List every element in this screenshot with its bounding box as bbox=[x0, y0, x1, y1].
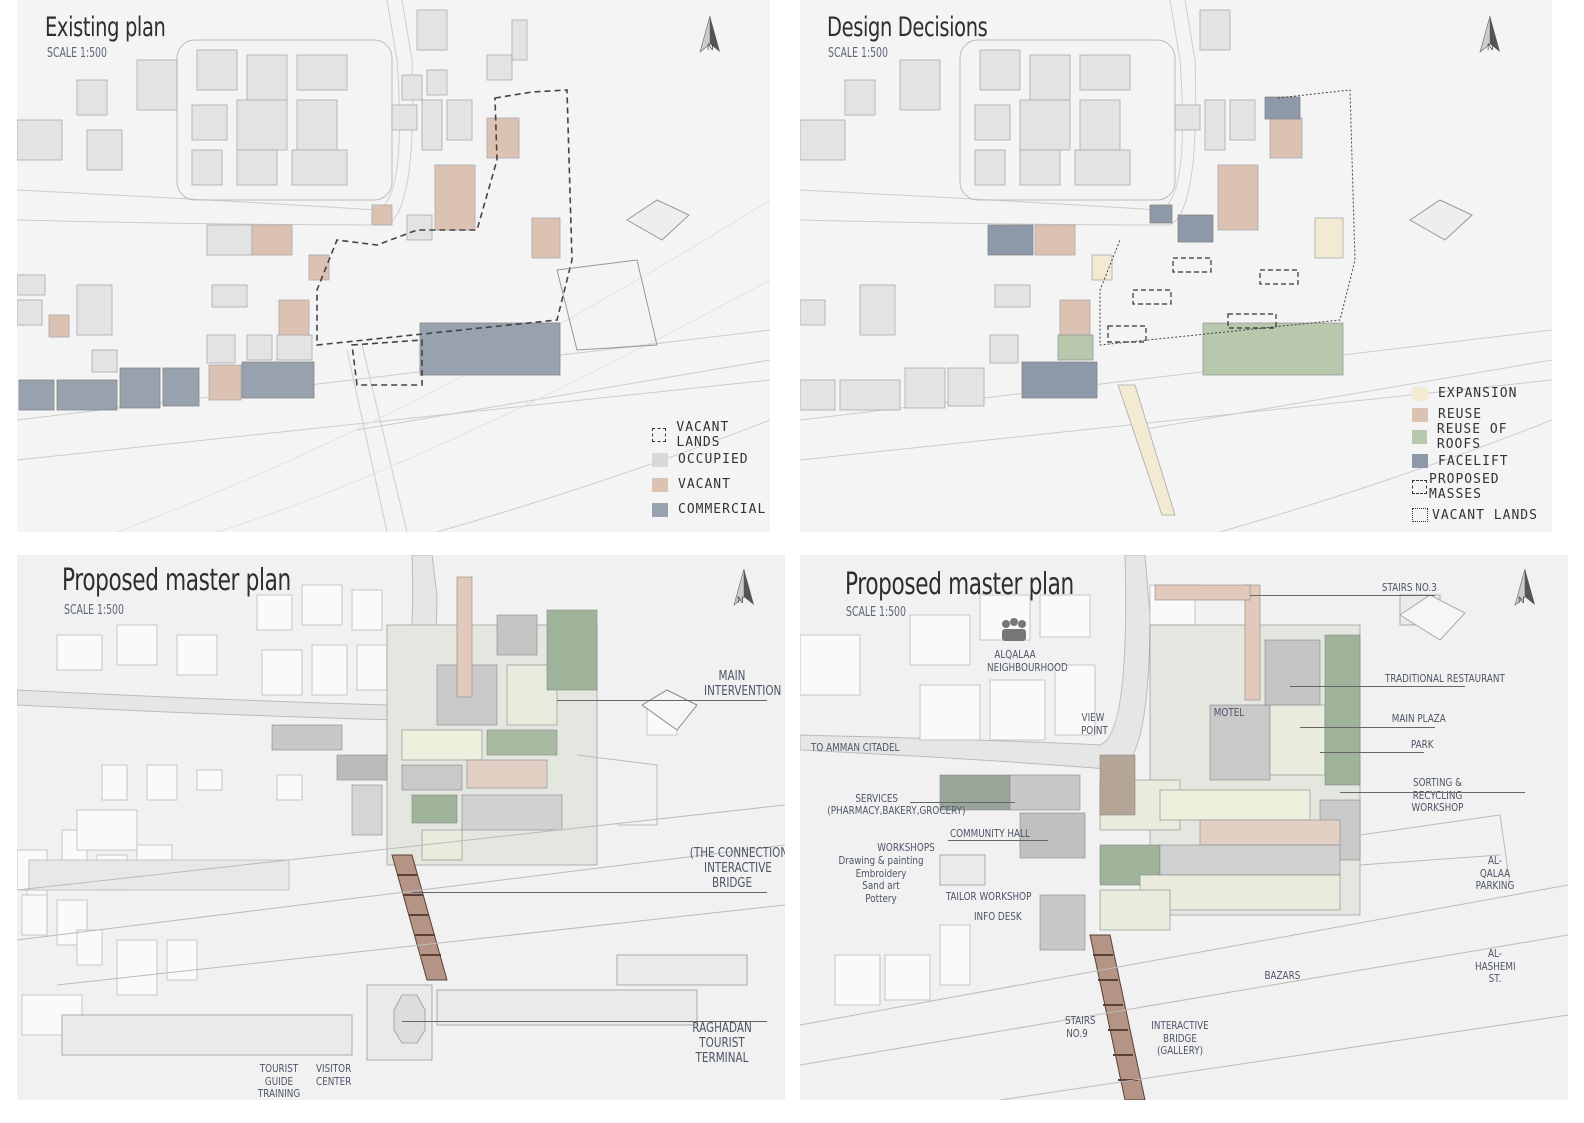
north-label: N bbox=[1518, 595, 1525, 605]
legend-item-vacant: VACANT bbox=[652, 472, 770, 497]
label-services: SERVICES bbox=[855, 792, 899, 805]
label-al-qalaa-parking: AL-QALAA PARKING bbox=[1475, 854, 1515, 893]
existing-plan-drawing bbox=[17, 0, 770, 532]
legend-label: VACANT LANDS bbox=[1432, 507, 1538, 523]
people-icon bbox=[1002, 618, 1026, 641]
label-tourist-guide-center: TOURIST GUIDE TRAINING CENTER bbox=[257, 1062, 301, 1100]
panel-design-decisions: Design Decisions SCALE 1:500 N EXPANSION… bbox=[800, 0, 1552, 532]
swatch-occupied bbox=[652, 452, 668, 467]
leader-line bbox=[402, 1021, 767, 1022]
leader-line bbox=[1340, 792, 1525, 793]
panel-title: Proposed master plan bbox=[62, 563, 291, 598]
north-arrow-icon: N bbox=[1510, 568, 1540, 609]
legend-item-reuse: REUSE bbox=[1412, 404, 1552, 425]
swatch-reuse bbox=[1412, 407, 1428, 422]
panel-master-plan-detailed: Proposed master plan SCALE 1:500 N STAIR… bbox=[800, 555, 1568, 1100]
panel-title: Existing plan bbox=[45, 12, 166, 43]
workshop-item: Drawing & painting bbox=[838, 854, 924, 867]
swatch-facelift bbox=[1412, 454, 1428, 468]
design-decisions-drawing bbox=[800, 0, 1552, 532]
north-label: N bbox=[1487, 42, 1494, 52]
leader-line bbox=[1320, 752, 1424, 753]
legend-item-reuse-of-roofs: REUSE OF ROOFS bbox=[1412, 422, 1552, 452]
label-connection: (THE CONNECTION) bbox=[689, 846, 785, 861]
legend-item-commercial: COMMERCIAL bbox=[652, 497, 770, 522]
label-motel: MOTEL bbox=[1213, 706, 1245, 719]
workshop-item: Pottery bbox=[865, 891, 897, 905]
swatch-reuse-roofs bbox=[1412, 430, 1427, 444]
leader-line bbox=[1250, 595, 1435, 596]
panel-title: Design Decisions bbox=[827, 12, 988, 43]
leader-line bbox=[1290, 686, 1465, 687]
legend-item-expansion: EXPANSION bbox=[1412, 383, 1552, 404]
swatch-expansion bbox=[1412, 386, 1428, 401]
label-main-intervention: MAIN INTERVENTION bbox=[704, 669, 782, 699]
workshop-item: Embroidery bbox=[855, 866, 907, 880]
label-traditional-restaurant: TRADITIONAL RESTAURANT bbox=[1384, 672, 1505, 685]
label-al-hashemi-st: AL-HASHEMI ST. bbox=[1475, 947, 1516, 986]
label-interactive-bridge: INTERACTIVE BRIDGE bbox=[704, 861, 772, 891]
label-tailor-workshop: TAILOR WORKSHOP bbox=[945, 890, 1032, 903]
scale-label: SCALE 1:500 bbox=[47, 46, 107, 61]
north-arrow-icon: N bbox=[695, 15, 725, 56]
legend-item-proposed-masses: PROPOSED MASSES bbox=[1412, 472, 1552, 502]
legend-item-vacant-lands: VACANT LANDS bbox=[652, 419, 770, 450]
label-services-detail: (PHARMACY,BAKERY,GROCERY) bbox=[827, 804, 966, 817]
panel-existing-plan: Existing plan SCALE 1:500 N VACANT LANDS… bbox=[17, 0, 770, 532]
label-stairs-9: STAIRS NO.9 bbox=[1065, 1014, 1096, 1040]
scale-label: SCALE 1:500 bbox=[828, 46, 888, 61]
master-plan-detailed-drawing bbox=[800, 555, 1568, 1100]
legend-label: VACANT LANDS bbox=[676, 419, 730, 450]
panel-title: Proposed master plan bbox=[845, 567, 1074, 602]
legend-item-facelift: FACELIFT bbox=[1412, 449, 1552, 473]
legend-item-vacant-lands: VACANT LANDS bbox=[1412, 501, 1552, 529]
label-main-plaza: MAIN PLAZA bbox=[1391, 712, 1446, 725]
label-to-amman-citadel: TO AMMAN CITADEL bbox=[811, 741, 900, 754]
label-stairs-3: STAIRS NO.3 bbox=[1381, 581, 1437, 594]
legend-label: OCCUPIED bbox=[678, 452, 749, 467]
label-sorting-recycling-workshop: SORTING & RECYCLING WORKSHOP bbox=[1411, 776, 1464, 815]
label-park: PARK bbox=[1410, 738, 1434, 751]
north-arrow-icon: N bbox=[1475, 15, 1505, 56]
swatch-vacant bbox=[652, 477, 668, 492]
legend-label: COMMERCIAL bbox=[678, 502, 767, 517]
label-interactive-bridge-gallery: INTERACTIVE BRIDGE (GALLERY) bbox=[1151, 1019, 1209, 1058]
leader-line bbox=[557, 700, 767, 701]
label-workshops: WORKSHOPS bbox=[877, 841, 935, 854]
swatch-dashed bbox=[1412, 480, 1427, 494]
label-community-hall: COMMUNITY HALL bbox=[949, 827, 1030, 840]
north-label: N bbox=[737, 595, 744, 605]
label-alqalaa-neighbourhood: ALQALAA NEIGHBOURHOOD bbox=[987, 648, 1068, 674]
north-arrow-icon: N bbox=[729, 568, 759, 609]
legend-label: EXPANSION bbox=[1438, 386, 1518, 401]
leader-line bbox=[412, 892, 767, 893]
swatch-dashed bbox=[652, 427, 667, 442]
legend-label: VACANT bbox=[678, 477, 731, 492]
scale-label: SCALE 1:500 bbox=[846, 605, 906, 620]
legend-label: REUSE bbox=[1438, 407, 1483, 422]
label-visitor-center: VISITOR CENTER bbox=[316, 1062, 352, 1088]
label-info-desk: INFO DESK bbox=[973, 910, 1022, 923]
leader-line bbox=[910, 802, 1015, 803]
label-view-point: VIEW POINT bbox=[1081, 711, 1108, 737]
scale-label: SCALE 1:500 bbox=[64, 603, 124, 618]
legend: VACANT LANDS OCCUPIED VACANT COMMERCIAL bbox=[652, 419, 770, 522]
leader-line bbox=[1300, 727, 1435, 728]
label-bazars: BAZARS bbox=[1264, 969, 1301, 982]
north-label: N bbox=[707, 42, 714, 52]
legend-item-occupied: OCCUPIED bbox=[652, 447, 770, 472]
legend-label: PROPOSED MASSES bbox=[1429, 472, 1500, 502]
swatch-commercial bbox=[652, 502, 668, 517]
swatch-dotted bbox=[1412, 508, 1428, 522]
leader-line bbox=[948, 840, 1048, 841]
legend-label: FACELIFT bbox=[1438, 453, 1509, 469]
legend: EXPANSION REUSE REUSE OF ROOFS FACELIFT … bbox=[1412, 383, 1552, 529]
legend-label: REUSE OF ROOFS bbox=[1436, 422, 1508, 452]
master-plan-overview-drawing bbox=[17, 555, 785, 1061]
label-raghadan-terminal: RAGHADAN TOURIST TERMINAL bbox=[692, 1021, 752, 1066]
panel-master-plan-overview: Proposed master plan SCALE 1:500 N MAIN … bbox=[17, 555, 785, 1100]
workshops-list: Drawing & painting Embroidery Sand art P… bbox=[826, 854, 936, 906]
workshop-item: Sand art bbox=[862, 879, 900, 893]
